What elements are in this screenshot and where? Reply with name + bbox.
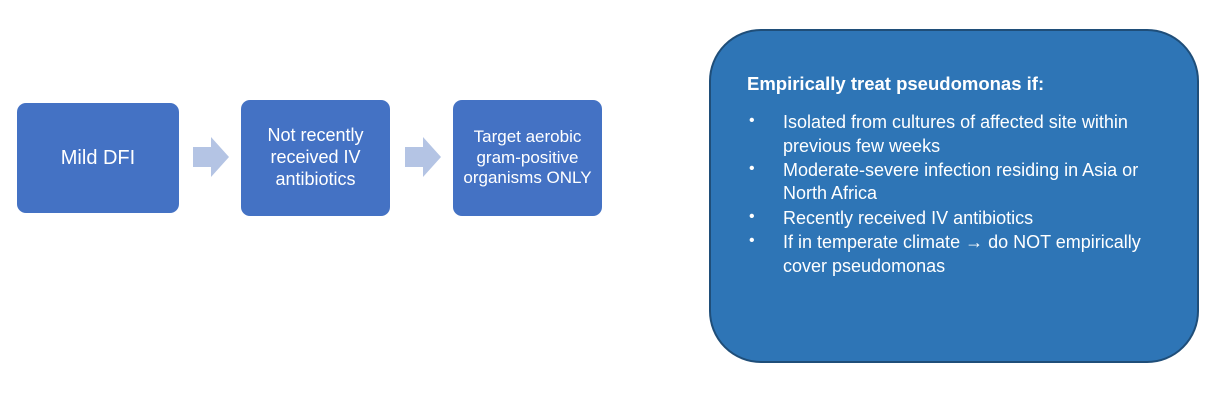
criteria-list: • Isolated from cultures of affected site…: [747, 111, 1171, 278]
list-item-text: Isolated from cultures of affected site …: [783, 112, 1128, 156]
list-item-text: Moderate-severe infection residing in As…: [783, 159, 1139, 204]
right-arrow-icon: [193, 137, 229, 177]
step-mild-dfi: Mild DFI: [17, 103, 179, 213]
list-item: • If in temperate climate → do NOT empiri…: [747, 231, 1171, 278]
list-item-text: If in temperate climate → do NOT empiric…: [783, 232, 1141, 276]
bullet-icon: •: [749, 112, 755, 130]
step-label: Not recently received IV antibiotics: [267, 125, 364, 189]
pseudomonas-criteria-panel: Empirically treat pseudomonas if: • Isola…: [709, 29, 1199, 363]
step-label: Mild DFI: [60, 146, 136, 169]
step-not-recently-received-iv: Not recently received IV antibiotics: [241, 100, 390, 216]
list-item: • Moderate-severe infection residing in A…: [747, 159, 1171, 206]
right-arrow-icon: [405, 137, 441, 177]
list-item: • Isolated from cultures of affected site…: [747, 111, 1171, 158]
bullet-icon: •: [749, 159, 755, 177]
list-item-text: Recently received IV antibiotics: [783, 207, 1034, 228]
step-label: Target aerobic gram-positive organisms O…: [463, 126, 592, 188]
panel-title: Empirically treat pseudomonas if:: [747, 73, 1045, 94]
list-item: • Recently received IV antibiotics: [747, 207, 1171, 230]
bullet-icon: •: [749, 232, 755, 250]
step-target-gram-positive: Target aerobic gram-positive organisms O…: [453, 100, 602, 216]
bullet-icon: •: [749, 207, 755, 225]
